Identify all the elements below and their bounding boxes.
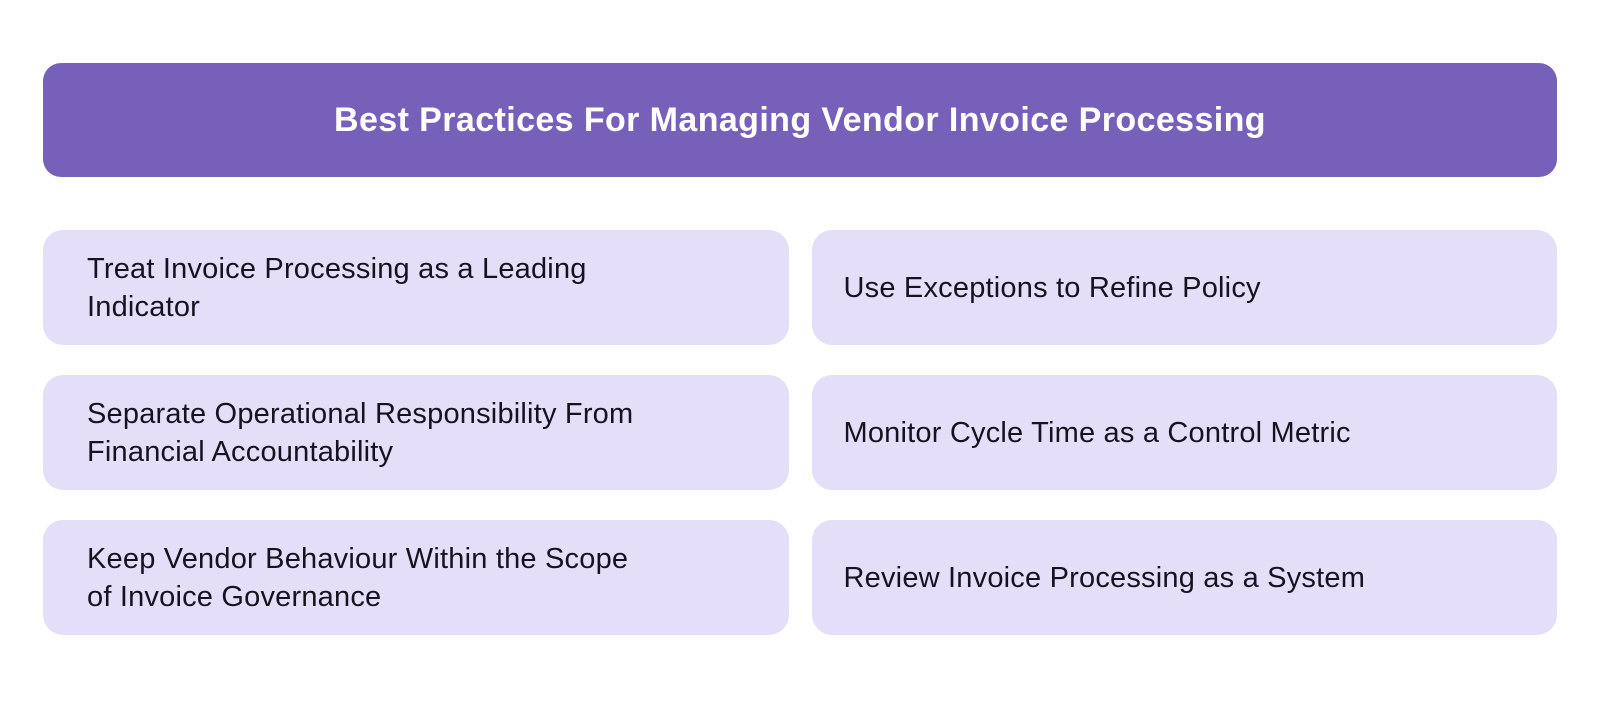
practice-card-label: Keep Vendor Behaviour Within the Scope o… bbox=[87, 542, 629, 613]
practice-card-separate-responsibility: Separate Operational Responsibility From… bbox=[43, 375, 789, 490]
practices-grid: Treat Invoice Processing as a Leading In… bbox=[43, 230, 1557, 635]
practice-card-leading-indicator: Treat Invoice Processing as a Leading In… bbox=[43, 230, 789, 345]
practice-card-vendor-behaviour: Keep Vendor Behaviour Within the Scope o… bbox=[43, 520, 789, 635]
practice-card-label: Review Invoice Processing as a System bbox=[843, 561, 1366, 594]
practice-card-label: Treat Invoice Processing as a Leading In… bbox=[87, 252, 587, 323]
practice-card-label: Monitor Cycle Time as a Control Metric bbox=[843, 416, 1351, 449]
practice-card-label: Use Exceptions to Refine Policy bbox=[843, 271, 1261, 304]
practice-card-label: Separate Operational Responsibility From… bbox=[87, 397, 634, 468]
header-banner: Best Practices For Managing Vendor Invoi… bbox=[43, 63, 1557, 177]
page-title: Best Practices For Managing Vendor Invoi… bbox=[334, 100, 1266, 139]
practice-card-review-system: Review Invoice Processing as a System bbox=[811, 520, 1557, 635]
practice-card-exceptions-policy: Use Exceptions to Refine Policy bbox=[811, 230, 1557, 345]
practice-card-cycle-time: Monitor Cycle Time as a Control Metric bbox=[811, 375, 1557, 490]
